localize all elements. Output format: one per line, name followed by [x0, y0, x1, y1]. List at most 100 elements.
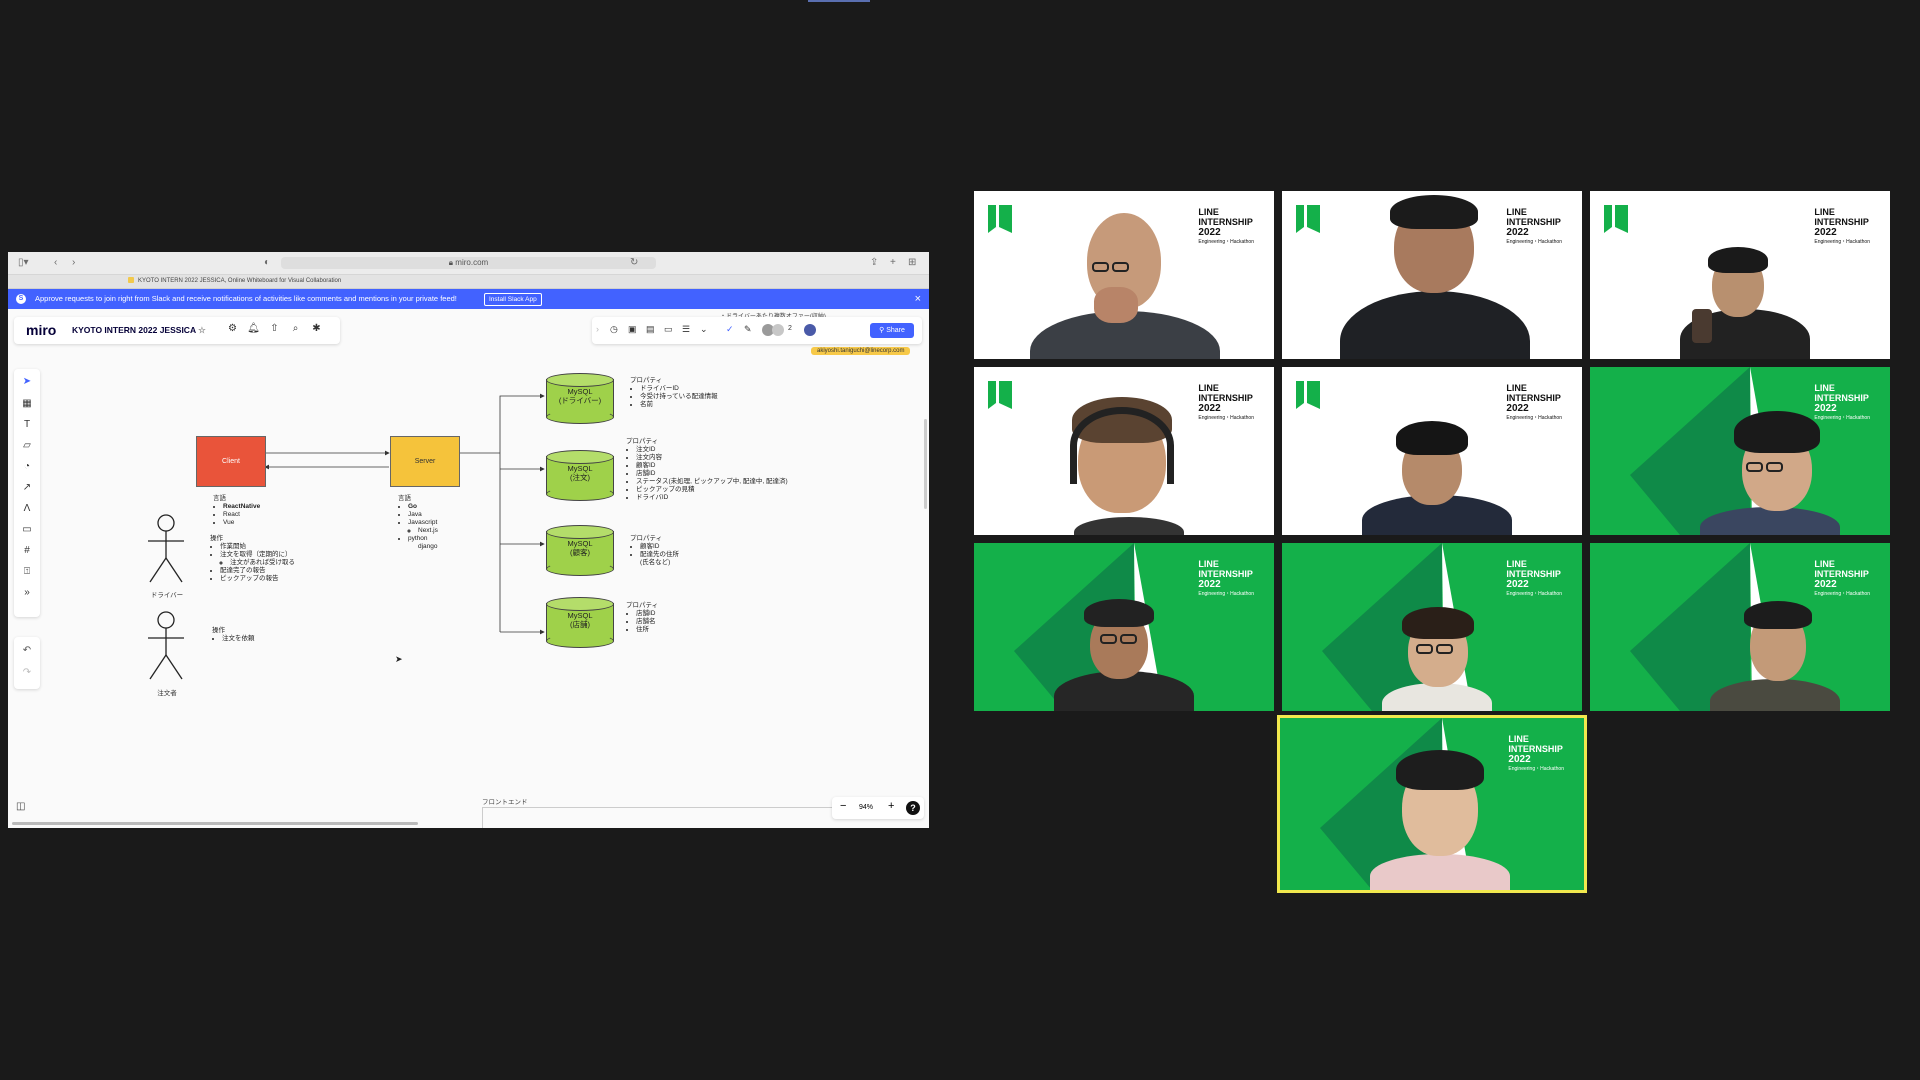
avatar[interactable] — [804, 324, 816, 336]
db-store[interactable]: MySQL(店舗) — [546, 597, 614, 648]
comment-icon[interactable]: ▭ — [664, 324, 673, 334]
line-internship-logo-icon — [988, 381, 1012, 409]
more-tools-icon[interactable]: » — [24, 587, 30, 598]
redo-icon[interactable]: ↷ — [22, 667, 32, 678]
connector-icon[interactable]: ↗ — [22, 482, 32, 493]
reaction-icon[interactable]: ✓ — [726, 324, 734, 334]
avatar[interactable] — [772, 324, 784, 336]
vertical-scrollbar[interactable] — [924, 419, 927, 509]
miro-logo[interactable]: miro — [26, 322, 57, 338]
pen-icon[interactable]: ✎ — [744, 324, 752, 334]
back-icon[interactable]: ‹ — [54, 257, 58, 268]
pen-tool-icon[interactable]: Λ — [23, 503, 31, 514]
search-icon[interactable]: ⌕ — [292, 323, 299, 334]
brand-text: 2022 — [1814, 579, 1837, 590]
present-icon[interactable]: ▣ — [628, 324, 637, 334]
db-driver[interactable]: MySQL(ドライバー) — [546, 373, 614, 424]
list-item: ピックアップの報告 — [220, 575, 295, 583]
server-lang-note[interactable]: 言語 Go Java Javascript Next.js python dja… — [398, 495, 438, 551]
sticky-note-icon[interactable]: ▱ — [23, 440, 31, 451]
list-item: Go — [408, 503, 438, 511]
zoom-in-button[interactable]: + — [888, 800, 895, 812]
sidebar-toggle-icon[interactable]: ▯▾ — [18, 257, 29, 268]
orderer-ops-note[interactable]: 操作 注文を依頼 — [212, 627, 255, 643]
db-label-line: (注文) — [570, 473, 590, 482]
db-order-props[interactable]: プロパティ 注文ID 注文内容 顧客ID 店舗ID ステータス(未処理, ピック… — [626, 438, 788, 502]
shapes-icon[interactable]: ◔ — [23, 461, 31, 472]
slack-banner-text: Approve requests to join right from Slac… — [35, 294, 457, 303]
client-lang-note[interactable]: 言語 ReactNative React Vue — [213, 495, 260, 527]
db-store-props[interactable]: プロパティ 店舗ID 店舗名 住所 — [626, 602, 658, 634]
tab-overview-icon[interactable]: ⊞ — [908, 257, 917, 268]
forward-icon[interactable]: › — [72, 257, 76, 268]
brand-text: 2022 — [1814, 227, 1837, 238]
db-driver-props[interactable]: プロパティ ドライバーID 今受け持っている配達情報 名前 — [630, 377, 718, 409]
driver-ops-note[interactable]: 操作 作業開始 注文を取得（定期的に） 注文があれば受け取る 配達完了の報告 ピ… — [210, 535, 295, 583]
avatar[interactable] — [762, 324, 774, 336]
db-order[interactable]: MySQL(注文) — [546, 450, 614, 501]
settings-icon[interactable]: ⚙ — [228, 323, 237, 334]
shield-icon: ◐ — [264, 257, 271, 268]
miro-board[interactable]: ・ドライバーあたり複数オファー(収納) miro KYOTO INTERN 20… — [8, 309, 929, 828]
collapse-icon[interactable]: › — [596, 324, 599, 334]
text-icon[interactable]: T — [23, 419, 31, 430]
db-label-line: MySQL — [567, 387, 593, 396]
notes-icon[interactable]: ☰ — [682, 324, 691, 334]
help-button[interactable]: ? — [906, 801, 920, 815]
list-item: 名前 — [640, 401, 718, 409]
tab-miro[interactable]: KYOTO INTERN 2022 JESSICA, Online Whiteb… — [128, 276, 478, 287]
timer-icon[interactable]: ◷ — [610, 324, 618, 334]
doc-icon[interactable]: ▤ — [646, 324, 655, 334]
upload-tool-icon[interactable]: ⍐ — [24, 566, 30, 577]
db-customer-props[interactable]: プロパティ 顧客ID 配達先の住所 (氏名など) — [630, 535, 679, 567]
more-icon[interactable]: ⌄ — [700, 324, 708, 334]
driver-figure-icon[interactable] — [142, 514, 192, 586]
frontend-frame[interactable] — [482, 807, 833, 828]
frame-icon[interactable]: # — [24, 545, 30, 556]
line-internship-logo-icon — [1604, 205, 1628, 233]
brand-text: LINE — [1198, 383, 1219, 393]
db-label-line: (店舗) — [570, 620, 590, 629]
person-torso — [1700, 507, 1840, 535]
comment-tool-icon[interactable]: ▭ — [22, 524, 32, 535]
server-box[interactable]: Server — [390, 436, 460, 487]
brand-text: Engineering・Hackathon — [1198, 415, 1254, 421]
list-item: 注文を依頼 — [222, 635, 255, 643]
zoom-out-button[interactable]: − — [840, 800, 847, 812]
reload-icon[interactable]: ↻ — [630, 257, 639, 268]
frontend-frame-label: フロントエンド — [482, 799, 528, 806]
select-icon[interactable]: ➤ — [22, 376, 32, 387]
client-box[interactable]: Client — [196, 436, 266, 487]
bell-icon[interactable]: 🔔︎ — [247, 323, 260, 334]
panel-toggle-icon[interactable]: ◫ — [16, 801, 26, 812]
list-item: ReactNative — [223, 503, 260, 511]
list-item-text: 注文を取得（定期的に） — [220, 551, 292, 558]
share-button[interactable]: ⚲ Share — [870, 323, 914, 338]
db-customer[interactable]: MySQL(顧客) — [546, 525, 614, 576]
share-page-icon[interactable]: ⇪ — [870, 257, 879, 268]
install-slack-button[interactable]: Install Slack App — [484, 293, 542, 306]
apps-icon[interactable]: ✱ — [312, 323, 321, 334]
list-item: 店舗ID — [636, 470, 788, 478]
board-name[interactable]: KYOTO INTERN 2022 JESSICA ☆ — [72, 325, 206, 336]
template-icon[interactable]: ▦ — [22, 398, 32, 409]
close-banner-button[interactable]: × — [914, 293, 921, 305]
url-bar[interactable]: 🔒︎ miro.com — [281, 257, 656, 269]
undo-icon[interactable]: ↶ — [22, 645, 32, 656]
orderer-figure-icon[interactable] — [142, 611, 192, 683]
new-tab-icon[interactable]: + — [890, 257, 896, 268]
horizontal-scrollbar[interactable] — [12, 822, 418, 825]
upload-icon[interactable]: ⇧ — [270, 323, 279, 334]
star-icon[interactable]: ☆ — [198, 325, 206, 335]
line-internship-logo-icon — [1296, 381, 1320, 409]
